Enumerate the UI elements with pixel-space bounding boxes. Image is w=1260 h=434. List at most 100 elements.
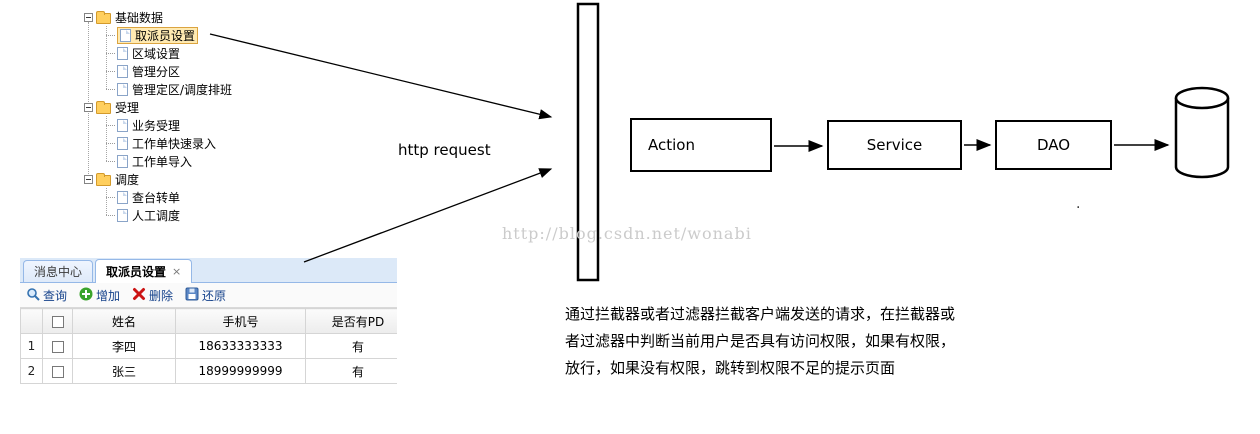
delete-button[interactable]: 删除: [132, 287, 173, 304]
row-checkbox[interactable]: [51, 365, 64, 378]
name-cell: 张三: [72, 358, 176, 384]
tree-item-label: 取派员设置: [135, 28, 196, 43]
tree-item-worksheet-quick-entry[interactable]: 工作单快速录入: [84, 134, 304, 152]
tree-item-worksheet-import[interactable]: 工作单导入: [84, 152, 304, 170]
document-icon: [117, 64, 128, 78]
tree-item-basic-data[interactable]: 基础数据: [84, 8, 304, 26]
selected-node-highlight: 取派员设置: [117, 26, 199, 44]
document-icon: [117, 208, 128, 222]
http-request-label: http request: [398, 141, 491, 159]
courier-table: 姓名 手机号 是否有PD 1 李四 18633333333 有 2 张三 189…: [20, 308, 397, 384]
button-label: 还原: [202, 288, 227, 303]
tree-connector: [106, 196, 115, 198]
header-row-number: [20, 308, 43, 334]
name-cell: 李四: [72, 333, 176, 359]
header-phone: 手机号: [175, 308, 306, 334]
row-number: 1: [20, 333, 43, 359]
action-box-label: Action: [648, 136, 695, 154]
checkbox-cell: [42, 333, 73, 359]
tree-item-label: 工作单导入: [132, 154, 193, 169]
header-pda: 是否有PD: [305, 308, 397, 334]
document-icon: [117, 136, 128, 150]
tree-item-courier-settings[interactable]: 取派员设置: [84, 26, 304, 44]
tab-strip: 消息中心 取派员设置 ×: [20, 258, 397, 283]
database-cylinder-top: [1174, 86, 1230, 110]
tree-item-label: 工作单快速录入: [132, 136, 217, 151]
plus-icon: [79, 287, 93, 304]
description-line: 放行，如果没有权限，跳转到权限不足的提示页面: [565, 359, 896, 377]
tree-item-label: 人工调度: [132, 208, 181, 223]
document-icon: [117, 46, 128, 60]
document-icon: [117, 118, 128, 132]
tree-guide-line: [106, 188, 107, 215]
courier-settings-panel: 消息中心 取派员设置 × 查询 增加 删除 还原: [20, 258, 397, 392]
watermark-text: http://blog.csdn.net/wonabi: [502, 224, 752, 243]
collapse-toggle-icon[interactable]: [84, 174, 93, 184]
navigation-tree: 基础数据 取派员设置 区域设置 管理分区 管理定区/调度排班 受: [84, 8, 304, 224]
arrow-panel-to-interceptor: [303, 168, 553, 263]
tree-item-label: 查台转单: [132, 190, 181, 205]
button-label: 删除: [149, 288, 174, 303]
dao-box: DAO: [995, 120, 1112, 170]
tree-item-manual-dispatch[interactable]: 人工调度: [84, 206, 304, 224]
phone-cell: 18999999999: [175, 358, 306, 384]
close-icon[interactable]: ×: [172, 265, 182, 278]
restore-button[interactable]: 还原: [185, 287, 226, 304]
grid-toolbar: 查询 增加 删除 还原: [20, 283, 397, 308]
dao-box-label: DAO: [1036, 136, 1071, 154]
tree-item-label: 管理定区/调度排班: [132, 82, 233, 97]
tree-connector: [106, 160, 115, 162]
select-all-checkbox[interactable]: [51, 315, 64, 328]
service-box: Service: [827, 120, 962, 170]
tree-item-region-settings[interactable]: 区域设置: [84, 44, 304, 62]
document-icon: [120, 28, 131, 42]
tree-item-label: 基础数据: [115, 10, 164, 25]
collapse-toggle-icon[interactable]: [84, 102, 93, 112]
tree-item-dispatch-schedule[interactable]: 管理定区/调度排班: [84, 80, 304, 98]
tree-connector: [106, 142, 115, 144]
tab-message-center[interactable]: 消息中心: [23, 260, 94, 282]
action-box: Action: [630, 118, 772, 172]
tree-item-label: 区域设置: [132, 46, 181, 61]
pda-cell: 有: [305, 333, 397, 359]
tree-connector: [106, 88, 115, 90]
table-row[interactable]: 2 张三 18999999999 有: [20, 358, 397, 384]
delete-x-icon: [132, 287, 146, 304]
tree-guide-line: [106, 116, 107, 161]
tree-connector: [106, 214, 115, 216]
document-icon: [117, 154, 128, 168]
header-checkbox-cell: [42, 308, 73, 334]
tree-connector: [106, 124, 115, 126]
tree-item-label: 管理分区: [132, 64, 181, 79]
tree-item-desk-transfer[interactable]: 查台转单: [84, 188, 304, 206]
tab-label: 取派员设置: [106, 265, 167, 279]
tree-item-business-acceptance[interactable]: 业务受理: [84, 116, 304, 134]
button-label: 增加: [96, 288, 121, 303]
description-line: 通过拦截器或者过滤器拦截客户端发送的请求，在拦截器或: [565, 305, 956, 323]
tab-courier-settings[interactable]: 取派员设置 ×: [95, 259, 193, 283]
row-number: 2: [20, 358, 43, 384]
tree-guide-line: [106, 26, 107, 89]
tree-item-dispatch[interactable]: 调度: [84, 170, 304, 188]
tree-connector: [106, 52, 115, 54]
description-text: 通过拦截器或者过滤器拦截客户端发送的请求，在拦截器或 者过滤器中判断当前用户是否…: [565, 301, 1025, 382]
header-name: 姓名: [72, 308, 176, 334]
query-button[interactable]: 查询: [26, 287, 67, 304]
table-row[interactable]: 1 李四 18633333333 有: [20, 333, 397, 359]
document-icon: [117, 82, 128, 96]
row-checkbox[interactable]: [51, 340, 64, 353]
restore-disk-icon: [185, 287, 199, 304]
stray-dot: .: [1076, 196, 1081, 212]
tree-item-management-partition[interactable]: 管理分区: [84, 62, 304, 80]
tree-item-label: 受理: [115, 100, 140, 115]
add-button[interactable]: 增加: [79, 287, 120, 304]
tree-item-acceptance[interactable]: 受理: [84, 98, 304, 116]
folder-icon: [96, 10, 111, 24]
tree-item-label: 调度: [115, 172, 140, 187]
description-line: 者过滤器中判断当前用户是否具有访问权限，如果有权限，: [565, 332, 956, 350]
tree-connector: [106, 70, 115, 72]
tree-connector: [106, 34, 115, 36]
collapse-toggle-icon[interactable]: [84, 12, 93, 22]
phone-cell: 18633333333: [175, 333, 306, 359]
